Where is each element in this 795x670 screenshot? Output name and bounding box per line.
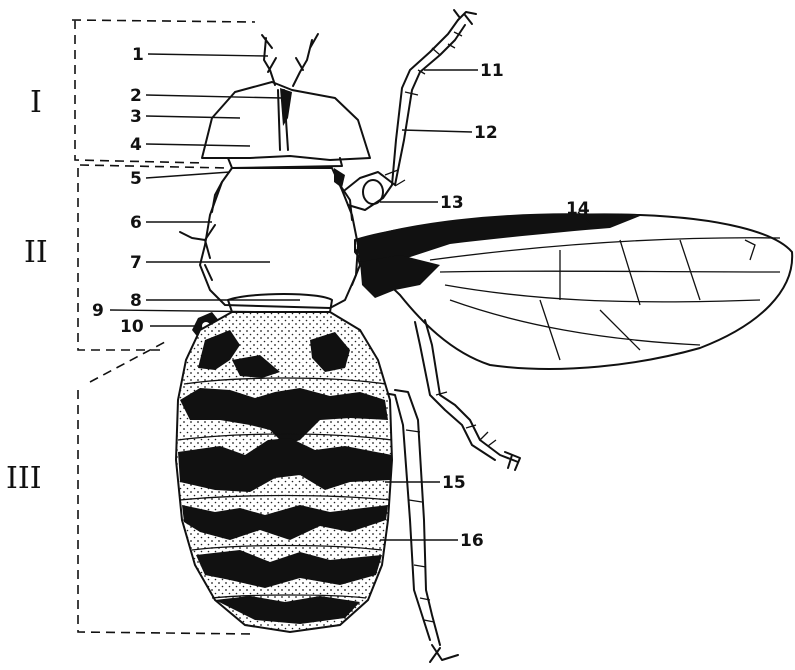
- label-16: 16: [460, 531, 484, 551]
- thorax-outline: [200, 168, 358, 308]
- abdomen: [176, 312, 392, 632]
- label-13: 13: [440, 193, 464, 213]
- antenna-left: [262, 35, 276, 85]
- label-11: 11: [480, 61, 504, 81]
- hind-leg-right: [384, 390, 458, 662]
- label-5: 5: [130, 169, 142, 189]
- spiracle-dark: [334, 168, 345, 188]
- label-3: 3: [130, 107, 142, 127]
- mid-leg-right: [415, 320, 520, 470]
- fore-leg-right: [345, 10, 476, 210]
- section-label-II: II: [24, 235, 48, 270]
- label-1: 1: [132, 45, 144, 65]
- label-4: 4: [130, 135, 142, 155]
- label-7: 7: [130, 253, 142, 273]
- label-15: 15: [442, 473, 466, 493]
- section-label-I: I: [30, 85, 42, 120]
- thorax: [180, 158, 360, 312]
- label-2: 2: [130, 86, 142, 106]
- ocellar-triangle: [280, 88, 292, 126]
- wing-dark-costa: [356, 213, 640, 262]
- antenna-right: [293, 34, 318, 86]
- scutellum: [228, 294, 332, 312]
- label-6: 6: [130, 213, 142, 233]
- bracket-head: [72, 20, 255, 163]
- label-8: 8: [130, 291, 142, 311]
- label-9: 9: [92, 301, 104, 321]
- label-10: 10: [120, 317, 144, 337]
- section-label-III: III: [6, 461, 42, 496]
- label-14: 14: [566, 199, 590, 219]
- label-12: 12: [474, 123, 498, 143]
